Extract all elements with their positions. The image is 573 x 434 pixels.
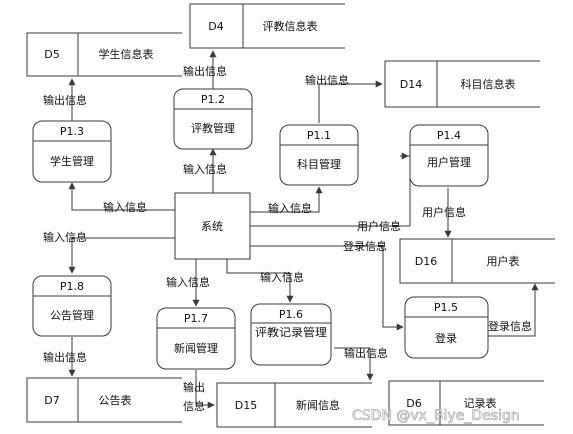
flow-sys-to-p13 bbox=[68, 182, 175, 211]
flow-label-sys-p16: 输入信息 bbox=[260, 270, 304, 284]
store-d4-id: D4 bbox=[208, 20, 223, 33]
store-d15-name: 新闻信息 bbox=[296, 398, 340, 412]
store-d5: D5 学生信息表 bbox=[26, 32, 182, 77]
flow-label-p17-d15-line1: 输出 bbox=[183, 380, 205, 394]
store-d16-name: 用户表 bbox=[487, 254, 520, 268]
process-p18: P1.8 公告管理 bbox=[32, 275, 112, 337]
store-d7: D7 公告表 bbox=[26, 377, 182, 423]
store-d5-id: D5 bbox=[44, 48, 59, 61]
flow-lines bbox=[68, 50, 539, 409]
flow-label-p11-d14: 输出信息 bbox=[305, 73, 349, 87]
system-label: 系统 bbox=[201, 220, 223, 233]
flow-label-sys-p13: 输入信息 bbox=[103, 200, 147, 214]
store-d5-name: 学生信息表 bbox=[99, 47, 154, 61]
process-p18-id: P1.8 bbox=[60, 280, 84, 293]
flow-label-sys-p15: 登录信息 bbox=[343, 239, 387, 253]
store-d6-name: 记录表 bbox=[464, 396, 497, 410]
flow-label-p14-d16: 用户信息 bbox=[422, 205, 466, 219]
flow-p15-to-d16 bbox=[488, 283, 539, 337]
process-p13: P1.3 学生管理 bbox=[32, 120, 112, 183]
process-p16: P1.6 评教记录管理 bbox=[250, 303, 332, 366]
process-p13-name: 学生管理 bbox=[50, 154, 94, 168]
flow-label-sys-p18: 输入信息 bbox=[43, 230, 87, 244]
store-d7-name: 公告表 bbox=[99, 393, 132, 407]
store-d15-id: D15 bbox=[235, 399, 257, 412]
process-p14: P1.4 用户管理 bbox=[409, 124, 489, 187]
process-p18-name: 公告管理 bbox=[50, 308, 94, 322]
process-p17-id: P1.7 bbox=[184, 312, 208, 325]
process-p17: P1.7 新闻管理 bbox=[156, 307, 236, 370]
process-p11-name: 科目管理 bbox=[297, 157, 341, 171]
store-d16-id: D16 bbox=[415, 255, 437, 268]
store-d6-id: D6 bbox=[406, 397, 421, 410]
flow-p11-to-d14 bbox=[318, 80, 383, 123]
flow-label-p17-d15-line2: 信息 bbox=[183, 399, 205, 413]
process-p17-name: 新闻管理 bbox=[174, 341, 218, 355]
flow-label-p16-d6: 输出信息 bbox=[344, 346, 388, 360]
process-p15: P1.5 登录 bbox=[404, 296, 489, 359]
process-p14-id: P1.4 bbox=[437, 129, 461, 142]
store-d15: D15 新闻信息 bbox=[216, 382, 372, 428]
process-p16-id: P1.6 bbox=[279, 308, 303, 321]
store-d4: D4 评教信息表 bbox=[189, 3, 345, 49]
flow-label-sys-p14: 用户信息 bbox=[357, 219, 401, 233]
process-p12-id: P1.2 bbox=[201, 93, 225, 106]
process-p14-name: 用户管理 bbox=[427, 155, 471, 169]
process-p13-id: P1.3 bbox=[60, 125, 84, 138]
flow-label-p12-d4: 输出信息 bbox=[183, 64, 227, 78]
flow-sys-to-p16 bbox=[226, 259, 294, 303]
flow-label-sys-p11: 输入信息 bbox=[268, 201, 312, 215]
store-d14: D14 科目信息表 bbox=[384, 60, 540, 108]
process-p15-name: 登录 bbox=[435, 331, 457, 345]
flow-p17-to-d15 bbox=[195, 370, 215, 409]
store-d14-id: D14 bbox=[400, 78, 422, 91]
process-p11: P1.1 科目管理 bbox=[279, 124, 359, 186]
flow-label-p13-d5: 输出信息 bbox=[43, 93, 87, 107]
flow-p16-to-d6 bbox=[334, 347, 374, 381]
flow-label-p15-d16: 登录信息 bbox=[488, 319, 532, 333]
flow-label-sys-p12: 输入信息 bbox=[183, 162, 227, 176]
flow-label-p18-d7: 输出信息 bbox=[43, 350, 87, 364]
flow-labels: 输出信息 输出信息 输出信息 输入信息 输入信息 输入信息 用户信息 用户信息 … bbox=[43, 64, 532, 413]
flow-label-sys-p17: 输入信息 bbox=[166, 275, 210, 289]
store-d16: D16 用户表 bbox=[399, 238, 555, 284]
store-d14-name: 科目信息表 bbox=[461, 77, 516, 91]
store-d7-id: D7 bbox=[44, 394, 59, 407]
store-d6: D6 记录表 bbox=[388, 380, 544, 426]
store-d4-name: 评教信息表 bbox=[263, 19, 318, 33]
flow-sys-to-p18 bbox=[68, 237, 175, 274]
process-p12: P1.2 评教管理 bbox=[173, 88, 253, 150]
process-p12-name: 评教管理 bbox=[191, 121, 235, 135]
process-p16-name: 评教记录管理 bbox=[255, 325, 327, 339]
flow-sys-to-p15 bbox=[250, 245, 404, 331]
watermark: CSDN @vx_Biye_Design bbox=[352, 408, 520, 424]
process-p15-id: P1.5 bbox=[434, 301, 458, 314]
flow-sys-to-p11 bbox=[250, 186, 323, 213]
system-box: 系统 bbox=[174, 192, 251, 260]
process-p11-id: P1.1 bbox=[307, 129, 331, 142]
